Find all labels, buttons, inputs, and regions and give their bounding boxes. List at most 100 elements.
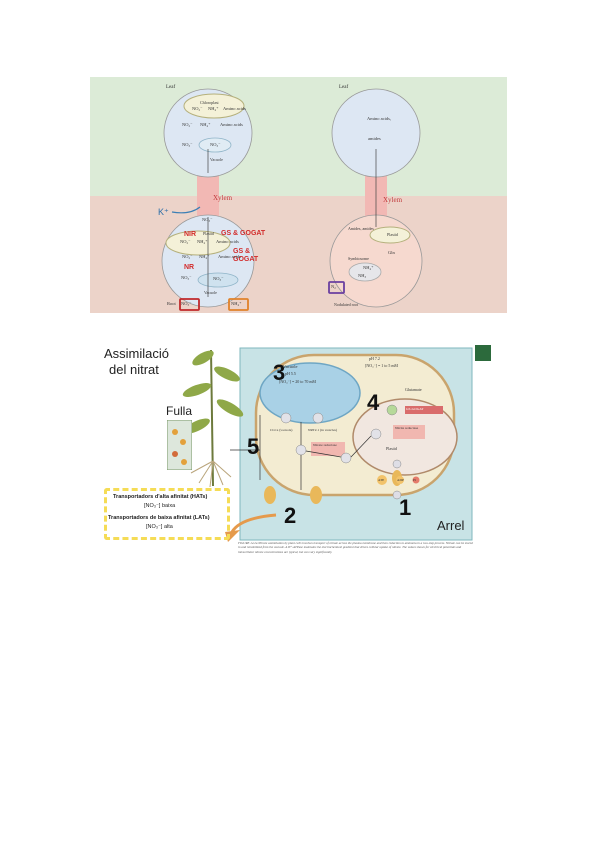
- left-xylem-label: Xylem: [213, 194, 233, 202]
- vacuole-ph: pH 5.5: [285, 371, 296, 376]
- no2-cyt: [340, 452, 352, 464]
- plastid-label-bottom: Plastid: [386, 446, 397, 451]
- leaf-no2-b-label: NO₂⁻: [182, 122, 193, 127]
- vacuole: [259, 362, 361, 424]
- roots: [190, 460, 232, 488]
- root-amino-a-label: Amino acids: [216, 239, 239, 244]
- leaf-vacuole: [198, 137, 232, 153]
- n2-box: [328, 281, 345, 294]
- figure-caption: FIGURE 14.2a Nitrate assimilation by pla…: [238, 541, 473, 554]
- root-nh4-box: [228, 298, 249, 311]
- lats-label: Transportadors de baixa afinitat (LATs): [108, 515, 210, 521]
- nitrate-reductase-box: [311, 442, 345, 456]
- leaf-nh4-label: NH₄⁺: [208, 106, 219, 111]
- shoot-background: [90, 77, 507, 196]
- root-no3-top-label: NO₃⁻: [202, 217, 213, 222]
- gs-label-bottom: GS &: [233, 248, 251, 255]
- root-nh4-a-label: NH₄⁺: [197, 239, 208, 244]
- leaf-amino-b-label: Amino acids: [220, 122, 243, 127]
- cytosol-ph: pH 7.2: [369, 356, 380, 361]
- plastid-label: Plastid: [203, 231, 214, 236]
- root-no2-label: NO₂⁻: [180, 239, 191, 244]
- inset-dot-2: [180, 439, 186, 445]
- no3-cyt: [295, 444, 307, 456]
- nitrite-reductase-box: [393, 425, 425, 439]
- step-number-1: 1: [399, 495, 412, 520]
- nh4-plastid: [386, 404, 398, 416]
- h-out-circle: [392, 459, 402, 469]
- nodule-nh4-label: NH₄⁺: [363, 265, 374, 270]
- section-title-line1: Assimilació: [104, 346, 170, 361]
- inset-dot-1: [172, 429, 178, 435]
- step-number-5: 5: [247, 434, 260, 459]
- chloroplast-label: Chloroplast: [200, 100, 219, 105]
- root-background: [90, 196, 507, 313]
- nodule-plastid-label: Plastid: [387, 232, 398, 237]
- leaf-2: [214, 366, 240, 382]
- adp-circle: [396, 476, 404, 484]
- no3-low-label: [NO₃⁻] baixa: [144, 503, 176, 509]
- root-label: Root: [167, 301, 176, 306]
- nrt-label: NRT2.1 (in vesicles): [308, 428, 338, 432]
- nodule-plastid: [369, 226, 411, 244]
- left-xylem: [197, 165, 219, 225]
- right-xylem-label: Xylem: [383, 196, 403, 204]
- nir-label: NIR: [184, 231, 197, 238]
- k-arrow: [171, 206, 201, 214]
- right-leaf-label: Leaf: [339, 85, 349, 90]
- nr-label: NR: [184, 264, 195, 271]
- left-leaf-label: Leaf: [166, 85, 176, 90]
- inset-dot-4: [181, 459, 187, 465]
- root-vacuole-label: Vacuole: [204, 290, 217, 295]
- top-figure: [90, 77, 507, 313]
- k-plus-label: K⁺: [158, 207, 169, 217]
- leaf-amino-label: Amino acids: [223, 106, 246, 111]
- gs-gogat-label-top: GS & GOGAT: [221, 230, 266, 237]
- glutamate-label: Glutamate: [405, 387, 422, 392]
- nitrite-reductase-label: Nitrite reductase: [395, 426, 419, 430]
- orange-arrow: [230, 513, 277, 533]
- book-icon: [475, 345, 491, 361]
- symbiosome: [348, 262, 382, 282]
- leaf-vacuole-label: Vacuole: [210, 157, 223, 162]
- transporter-1: [264, 486, 276, 504]
- leaf-3: [182, 383, 212, 397]
- reduction-arrow: [305, 450, 342, 458]
- root-no3-box: [179, 298, 200, 311]
- pi-label: Pi: [413, 478, 416, 482]
- no3-in-2: [312, 412, 324, 424]
- gln-label: Gln: [388, 250, 395, 255]
- vacuole-no3: [NO₃⁻] = 20 to 70 mM: [279, 379, 316, 384]
- root-plastid: [165, 230, 231, 256]
- leaf-inset: [167, 420, 192, 470]
- plastid-arrow: [350, 435, 372, 458]
- leaf-no2-label: NO₂⁻: [192, 106, 203, 111]
- root-vac-no3-label: NO₃⁻: [213, 276, 224, 281]
- gs-gogat-box: [405, 406, 443, 414]
- n2-label: N₂: [331, 284, 336, 289]
- nodulated-root-label: Nodulated root: [334, 302, 359, 307]
- clca-label: CLCa (vacuole): [270, 428, 293, 432]
- transporter-2: [310, 486, 322, 504]
- chloroplast: [183, 93, 245, 119]
- step-number-4: 4: [367, 390, 380, 415]
- leaf-no3-label: NO₃⁻: [182, 142, 193, 147]
- leaf-inset-frame: [167, 420, 192, 470]
- arrel-label: Arrel: [437, 518, 465, 533]
- section-title-line2: del nitrat: [109, 362, 159, 377]
- no2-plastid: [370, 428, 382, 440]
- atp-label: ATP: [378, 478, 385, 482]
- fulla-label: Fulla: [166, 404, 193, 418]
- root-nh4-boxed-label: NH₄⁺: [231, 301, 242, 306]
- cell-diagram: [225, 345, 491, 542]
- nitrate-reductase-label: Nitrate reductase: [313, 443, 337, 447]
- amides-amides-label: Amides, amides: [348, 226, 374, 231]
- leaf-1: [192, 350, 214, 366]
- root-no3-boxed-label: NO₃⁻: [181, 301, 192, 306]
- root-no3-mid-label: NO₃⁻: [181, 275, 192, 280]
- transporter-frame: [104, 488, 230, 540]
- root-no2-b-label: NO₂⁻: [182, 254, 193, 259]
- right-amides-label: amides: [368, 136, 381, 141]
- leaf-4: [216, 399, 244, 417]
- pi-circle: [412, 476, 420, 484]
